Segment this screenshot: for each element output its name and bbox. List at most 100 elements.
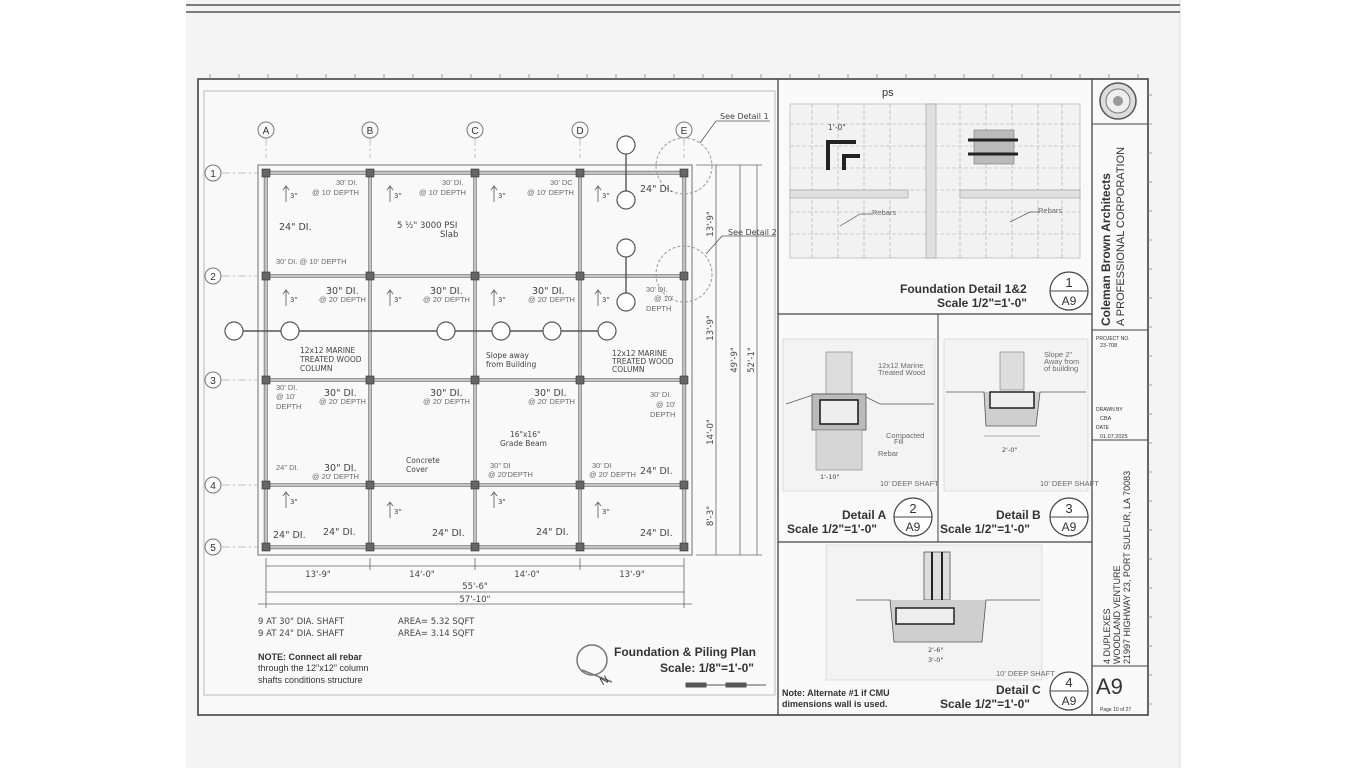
label-30di-2: 30" DI. <box>430 286 463 297</box>
sheet-number: A9 <box>1096 674 1123 699</box>
slope-label: 3" <box>394 296 402 304</box>
detail-c-sheet: A9 <box>1062 694 1077 708</box>
anno-8: @ 20' DEPTH <box>319 295 366 304</box>
slope-note-2: from Building <box>486 360 537 369</box>
beam-note-1: 16"x16" <box>510 430 540 439</box>
shaft-24: 9 AT 24" DIA. SHAFT <box>258 629 345 639</box>
pier <box>575 375 585 385</box>
plan-title: Foundation & Piling Plan <box>614 645 756 659</box>
col-note-right-1: 12x12 MARINE <box>612 349 668 358</box>
anno-12: @ 10' <box>654 294 674 303</box>
slope-label: 3" <box>498 192 506 200</box>
pier <box>575 271 585 281</box>
anno-13: DEPTH <box>646 304 671 313</box>
label-24di-7: 24" DI. <box>640 528 673 539</box>
detail-1-number: 1 <box>1065 275 1072 290</box>
pier <box>365 168 375 178</box>
detail-b-title: Detail B <box>996 508 1041 522</box>
label-30di-4: 30" DI. <box>324 388 357 399</box>
firm-name: Coleman Brown Architects <box>1099 173 1113 326</box>
value-date: 01.07.2025 <box>1100 434 1128 440</box>
pier <box>365 480 375 490</box>
cover-note-2: Cover <box>406 465 429 474</box>
dim-v-1: 13'-9" <box>706 211 716 237</box>
pier <box>261 480 271 490</box>
anno-14: 30' DI. <box>276 383 297 392</box>
label-24di-1: 24" DI. <box>279 222 312 233</box>
detail-b-dim: 2'-0" <box>1002 446 1017 454</box>
detail-c: 2'-6" 3'-0" 10' DEEP SHAFT Detail C Scal… <box>782 544 1089 711</box>
anno-22: DEPTH <box>650 410 675 419</box>
detail-c-number: 4 <box>1065 675 1072 690</box>
slope-label: 3" <box>602 296 610 304</box>
dim-v-3: 14'-0" <box>706 419 716 445</box>
detail-c-dim-2: 3'-0" <box>928 656 943 664</box>
see-detail-2: See Detail 2 <box>728 228 777 237</box>
pier <box>365 542 375 552</box>
detail-a-note-4: Fill <box>894 437 904 446</box>
detail-a-scale: Scale 1/2"=1'-0" <box>787 522 877 536</box>
dim-v-4: 8'-3" <box>706 506 716 526</box>
detail-a-shaft: 10' DEEP SHAFT <box>880 479 939 488</box>
pier <box>470 375 480 385</box>
note-line-1: NOTE: Connect all rebar <box>258 652 363 662</box>
pier <box>679 375 689 385</box>
slope-label: 3" <box>290 296 298 304</box>
pier <box>575 480 585 490</box>
anno-7: 30' DI. @ 10' DEPTH <box>276 257 347 266</box>
pier <box>470 168 480 178</box>
detail-b-scale: Scale 1/2"=1'-0" <box>940 522 1030 536</box>
detail-a-dim: 1'-10" <box>820 473 840 481</box>
detail-c-shaft: 10' DEEP SHAFT <box>996 669 1055 678</box>
anno-10: @ 20' DEPTH <box>528 295 575 304</box>
anno-17: @ 20' DEPTH <box>319 397 366 406</box>
anno-19: @ 20' DEPTH <box>528 397 575 406</box>
grid-col-d: D <box>576 126 583 137</box>
anno-2: @ 10' DEPTH <box>312 188 359 197</box>
anno-23: 24" DI. <box>276 463 299 472</box>
pier <box>679 542 689 552</box>
slope-label: 3" <box>498 296 506 304</box>
label-30di-5: 30" DI. <box>430 388 463 399</box>
grid-row-1: 1 <box>210 169 216 180</box>
label-24di-4: 24" DI. <box>323 527 356 538</box>
pier <box>470 542 480 552</box>
detail-a-number: 2 <box>909 501 916 516</box>
label-30di-1: 30" DI. <box>326 286 359 297</box>
detail-b-note-2: Away from <box>1044 357 1079 366</box>
grid-row-3: 3 <box>210 376 216 387</box>
pier <box>679 480 689 490</box>
rebar-label-2: Rebars <box>1038 206 1062 215</box>
firm-type: A PROFESSIONAL CORPORATION <box>1115 147 1127 326</box>
border-ticks <box>209 74 1152 705</box>
dim-d-e: 13'-9" <box>619 570 645 580</box>
shaft-30: 9 AT 30" DIA. SHAFT <box>258 617 345 627</box>
detail-a-title: Detail A <box>842 508 887 522</box>
label-30di-7: 30" DI. <box>324 463 357 474</box>
title-block: Coleman Brown Architects A PROFESSIONAL … <box>1092 82 1148 713</box>
grid-row-2: 2 <box>210 272 216 283</box>
slab-label: 5 ½" 3000 PSI <box>397 221 457 231</box>
slope-label: 3" <box>290 498 298 506</box>
dim-v-2: 13'-9" <box>706 315 716 341</box>
note-line-2: through the 12"x12" column <box>258 663 368 673</box>
project-address: 21997 HIGHWAY 23, PORT SULFUR, LA 70083 <box>1122 471 1132 664</box>
anno-28: @ 20' DEPTH <box>589 470 636 479</box>
label-24di-6: 24" DI. <box>536 527 569 538</box>
alternate-note-2: dimensions wall is used. <box>782 699 888 709</box>
slope-note-1: Slope away <box>486 351 530 360</box>
col-note-left-2: TREATED WOOD <box>299 355 362 364</box>
slope-label: 3" <box>290 192 298 200</box>
detail-1-sheet: A9 <box>1062 294 1077 308</box>
pier <box>470 271 480 281</box>
col-note-right-2: TREATED WOOD <box>611 357 674 366</box>
dim-v-6: 52'-1" <box>747 347 757 373</box>
anno-11: 30' DI. <box>646 285 667 294</box>
anno-26: @ 20'DEPTH <box>488 470 533 479</box>
label-30di-6: 30" DI. <box>534 388 567 399</box>
slope-label: 3" <box>602 192 610 200</box>
col-note-right-3: COLUMN <box>612 365 645 374</box>
detail-b-shaft: 10' DEEP SHAFT <box>1040 479 1099 488</box>
